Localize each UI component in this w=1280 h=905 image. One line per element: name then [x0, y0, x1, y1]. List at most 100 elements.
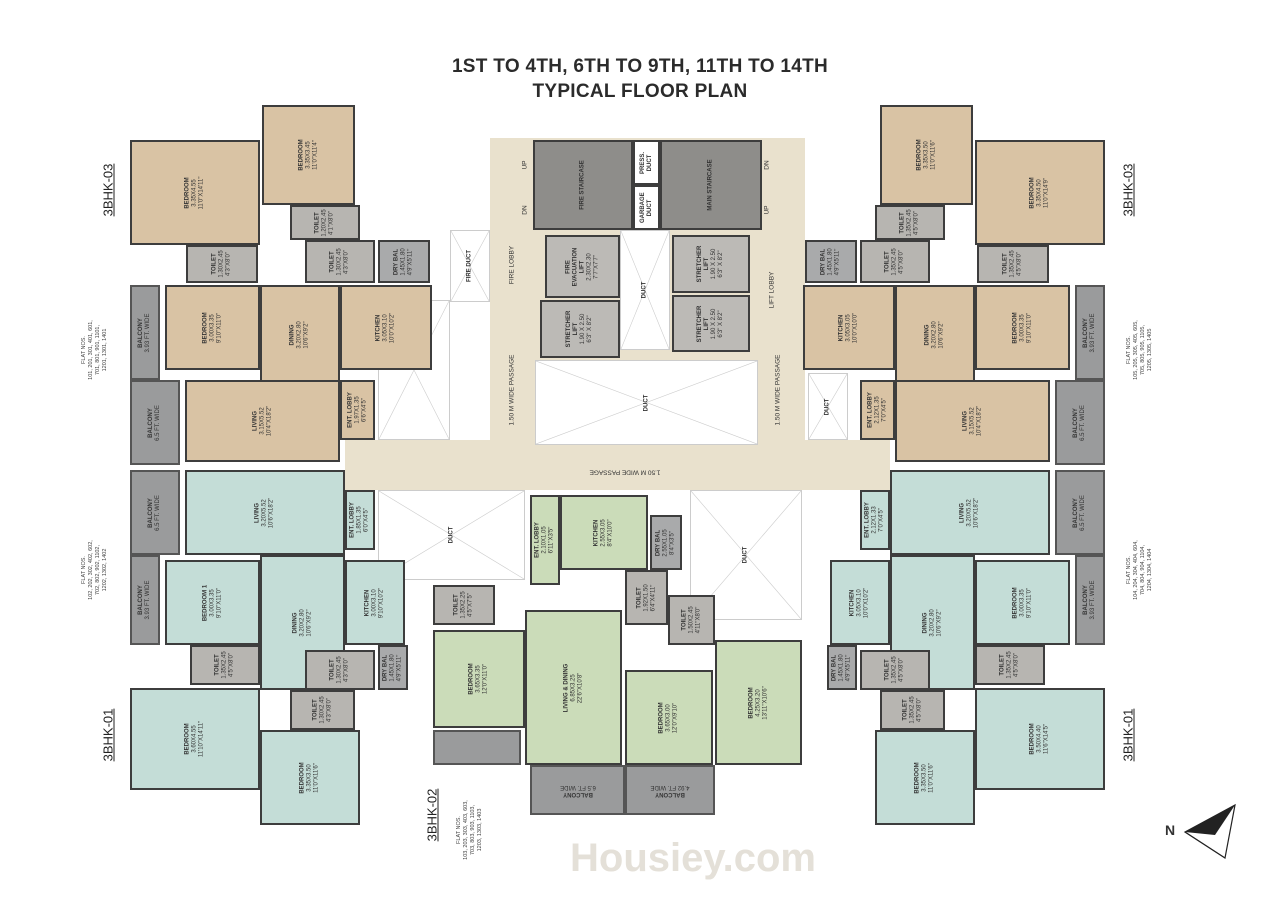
room-name: Ent. Lobby: [864, 502, 871, 538]
room-ent-lobby-label: Ent. Lobby1.85X1.356'0"X4'5": [350, 502, 371, 538]
stretcher-lift: Stretcher Lift1.90 X 2.506'3" X 8'2": [540, 300, 620, 358]
room-ent-lobby: Ent. Lobby2.10X1.056'11"X3'5": [530, 495, 560, 585]
room-dimension: 10'6"X9'2": [936, 608, 942, 637]
room-dimension: 6'11"X3'5": [548, 526, 555, 554]
room-ent-lobby-label: Ent. Lobby2.12X1.337'0"X4'5": [865, 502, 886, 538]
room-dimension: 11'10"X14'11": [198, 720, 205, 758]
room-dimension: 3.35X3.50: [923, 141, 929, 169]
room-name: Stretcher Lift: [697, 245, 710, 283]
room-dimension: 1.30X2.45: [218, 250, 225, 278]
room-dimension: 6.5 FT. WIDE: [155, 404, 161, 441]
room-dimension: 3.35X3.50: [921, 763, 928, 792]
room-name: Toilet: [214, 654, 221, 676]
room-kitchen-label: Kitchen2.55X3.058'4"X10'0": [594, 519, 615, 546]
room-balcony-label: Balcony4.92 FT. WIDE: [650, 783, 689, 797]
room-dimension: 4'9"X5'11": [407, 248, 414, 275]
room-name: Bedroom: [748, 686, 754, 719]
flat-numbers-list: 101, 201, 301, 401, 601, 701, 801, 901, …: [88, 320, 108, 380]
room-dry-bal: Dry Bal1.45X1.804'9"X5'11": [378, 645, 408, 690]
room-dimension: 3.93 FT. WIDE: [1090, 312, 1096, 353]
room-name: Duct: [643, 394, 649, 411]
room-dimension: 4'11"X8'0": [695, 606, 701, 634]
room-name: Toilet: [329, 250, 336, 273]
room-dimension: 3.93 FT. WIDE: [145, 312, 151, 353]
room-dimension: 7'0"X4'5": [881, 398, 887, 422]
duct-large: Duct: [535, 360, 758, 445]
room-name: Dining: [922, 612, 928, 634]
duct-cross-lines: [536, 361, 757, 444]
room-toilet: Toilet1.35X2.254'5"X7'5": [433, 585, 495, 625]
room-name: Duct: [742, 546, 749, 564]
room-name: Toilet: [999, 654, 1006, 676]
flat-numbers: FLAT NOS.104, 204, 304, 404, 604, 704, 8…: [1126, 540, 1154, 600]
flat-type-label: 3BHK-02: [424, 788, 440, 842]
duct-core-label: Duct: [642, 282, 649, 299]
room-dimension: 11'0"X14'11": [198, 175, 205, 210]
room-dimension: 10'6"X9'2": [938, 321, 945, 349]
stretcher-lift: Stretcher Lift1.90 X 2.506'3" X 8'2": [672, 295, 750, 352]
room-dimension: 1.90 X 2.50: [711, 248, 717, 280]
room-name: Press. Duct: [639, 151, 653, 174]
room-dry-bal: Dry Bal2.55X1.058'4"X3'5": [650, 515, 682, 570]
room-dimension: 10'6"X9'2": [303, 321, 310, 349]
room-name: Dining: [924, 324, 931, 346]
room-name: Ent. Lobby: [349, 502, 356, 538]
flat-numbers-list: 105, 205, 305, 405, 605, 705, 805, 905, …: [1133, 320, 1153, 380]
room-name: Garbage Duct: [639, 191, 653, 223]
room-dimension: 1.35X2.45: [891, 247, 898, 276]
room-toilet-label: Toilet1.35X2.454'5"X8'0": [1003, 250, 1024, 277]
room-dimension: 10'0"X10'2": [389, 312, 396, 343]
room-balcony: Balcony6.5 FT. WIDE: [1055, 470, 1105, 555]
room-dimension: 10'6"X9'2": [306, 608, 312, 637]
room-dimension: 9'10"X11'0": [1026, 587, 1032, 618]
central-passage: [345, 440, 890, 490]
room-name: Kitchen: [849, 589, 856, 616]
room-dimension: 4'1"X8'0": [328, 210, 335, 235]
room-toilet: Toilet1.30X2.454'3"X8'0": [305, 650, 375, 690]
room-dimension: 6.5 FT. WIDE: [155, 494, 161, 531]
room-name: Living: [254, 502, 261, 523]
stretcher-lift-label: Stretcher Lift1.90 X 2.506'3" X 8'2": [697, 300, 725, 348]
passage-label: 1.50 M Wide Passage: [589, 468, 661, 476]
room-dimension: 22'6"X10'8": [577, 672, 583, 703]
room-dimension: 2.55X1.05: [662, 528, 669, 557]
room-balcony: Balcony6.5 FT. WIDE: [530, 765, 625, 815]
room-dimension: 13'11"X10'6": [762, 685, 768, 720]
room-dimension: 2.55X3.05: [600, 518, 607, 547]
room-dimension: 1.35X2.45: [906, 208, 913, 237]
fire-duct-label: Fire Duct: [467, 250, 474, 282]
room-ent-lobby: Ent. Lobby1.97X1.356'6"X4'5": [340, 380, 375, 440]
room-dimension: 7'0"X4'5": [878, 508, 885, 532]
room-name: Dry Bal: [831, 654, 838, 681]
room-name: Toilet: [902, 699, 908, 721]
room-dimension: 4'5"X8'0": [228, 653, 235, 677]
room-name: Kitchen: [364, 589, 371, 616]
fire-evacuation-lift-label: Fire Evacuation Lift2.30X2.307'7"X7'7": [565, 243, 600, 291]
room-kitchen: Kitchen2.55X3.058'4"X10'0": [560, 495, 648, 570]
room-name: Toilet: [1002, 253, 1009, 275]
room-dimension: 4'3"X8'0": [225, 252, 232, 276]
room-toilet: Toilet1.92X1.506'4"X4'11": [625, 570, 668, 625]
room-name: Bedroom: [658, 701, 665, 734]
room-balcony-label: Balcony6.5 FT. WIDE: [560, 783, 596, 797]
room-dimension: 4'5"X8'0": [898, 658, 905, 682]
room-name: Fire Duct: [466, 250, 473, 282]
room-name: Toilet: [314, 211, 321, 234]
room-dimension: 1.45X1.80: [838, 653, 845, 682]
room-dimension: 9'10"X11'0": [216, 312, 222, 343]
room-toilet-label: Toilet1.92X1.506'4"X4'11": [636, 584, 657, 611]
duct-bottom-left-label: Duct: [448, 527, 455, 544]
